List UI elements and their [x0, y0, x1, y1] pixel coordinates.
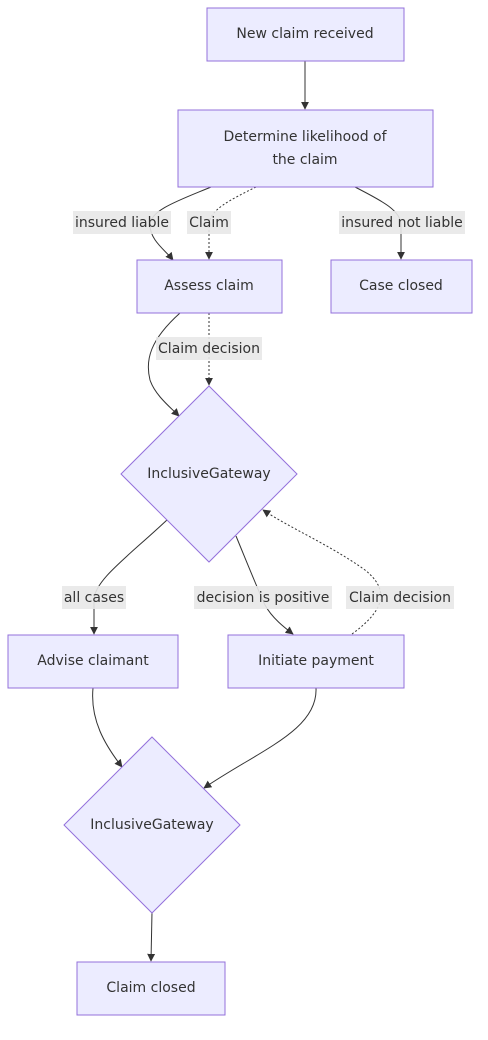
node-assess-claim: Assess claim: [136, 259, 283, 314]
edge-decision-positive: [235, 535, 294, 635]
node-assess-claim-label: Assess claim: [164, 278, 254, 294]
edge-label-claim-text: Claim: [189, 215, 229, 231]
edge-label-decision-positive-text: decision is positive: [197, 590, 330, 606]
node-inclusive-gateway-2-label: InclusiveGateway: [90, 817, 213, 833]
edge-payment-to-gateway2: [203, 687, 317, 789]
node-inclusive-gateway-1: InclusiveGateway: [120, 385, 298, 563]
edge-label-claim-decision-2: Claim decision: [346, 586, 454, 609]
edge-advise-to-gateway2: [92, 687, 123, 768]
node-claim-closed: Claim closed: [76, 961, 226, 1016]
node-determine-likelihood-label-line2: the claim: [272, 152, 337, 168]
edge-gateway2-to-closed: [147, 911, 156, 962]
node-inclusive-gateway-2: InclusiveGateway: [63, 736, 241, 914]
edge-label-insured-liable: insured liable: [73, 211, 171, 234]
edge-label-claim-decision-1-text: Claim decision: [158, 341, 260, 357]
edge-label-claim-decision-2-text: Claim decision: [349, 590, 451, 606]
node-initiate-payment: Initiate payment: [227, 634, 405, 689]
edge-claim-dotted: [205, 186, 257, 260]
edge-assess-to-gateway: [147, 312, 181, 417]
node-initiate-payment-label: Initiate payment: [258, 653, 374, 669]
node-advise-claimant-label: Advise claimant: [37, 653, 149, 669]
node-case-closed: Case closed: [330, 259, 473, 314]
node-determine-likelihood: Determine likelihood of the claim: [177, 109, 434, 188]
node-case-closed-label: Case closed: [359, 278, 443, 294]
edge-label-all-cases-text: all cases: [64, 590, 124, 606]
edge-label-claim: Claim: [187, 211, 231, 234]
node-inclusive-gateway-1-label: InclusiveGateway: [147, 466, 270, 482]
node-advise-claimant: Advise claimant: [7, 634, 179, 689]
node-new-claim-received: New claim received: [206, 7, 405, 62]
node-new-claim-received-label: New claim received: [236, 26, 373, 42]
edge-label-decision-positive: decision is positive: [194, 586, 332, 609]
edge-all-cases: [90, 518, 169, 635]
edge-label-claim-decision-1: Claim decision: [156, 337, 262, 360]
edge-label-all-cases: all cases: [62, 586, 126, 609]
edge-label-insured-liable-text: insured liable: [75, 215, 169, 231]
node-claim-closed-label: Claim closed: [106, 980, 195, 996]
edge-label-insured-not-liable-text: insured not liable: [341, 215, 462, 231]
edge-label-insured-not-liable: insured not liable: [339, 211, 465, 234]
edge-claim-decision-return: [262, 509, 382, 635]
node-determine-likelihood-label-line1: Determine likelihood of: [223, 129, 387, 145]
